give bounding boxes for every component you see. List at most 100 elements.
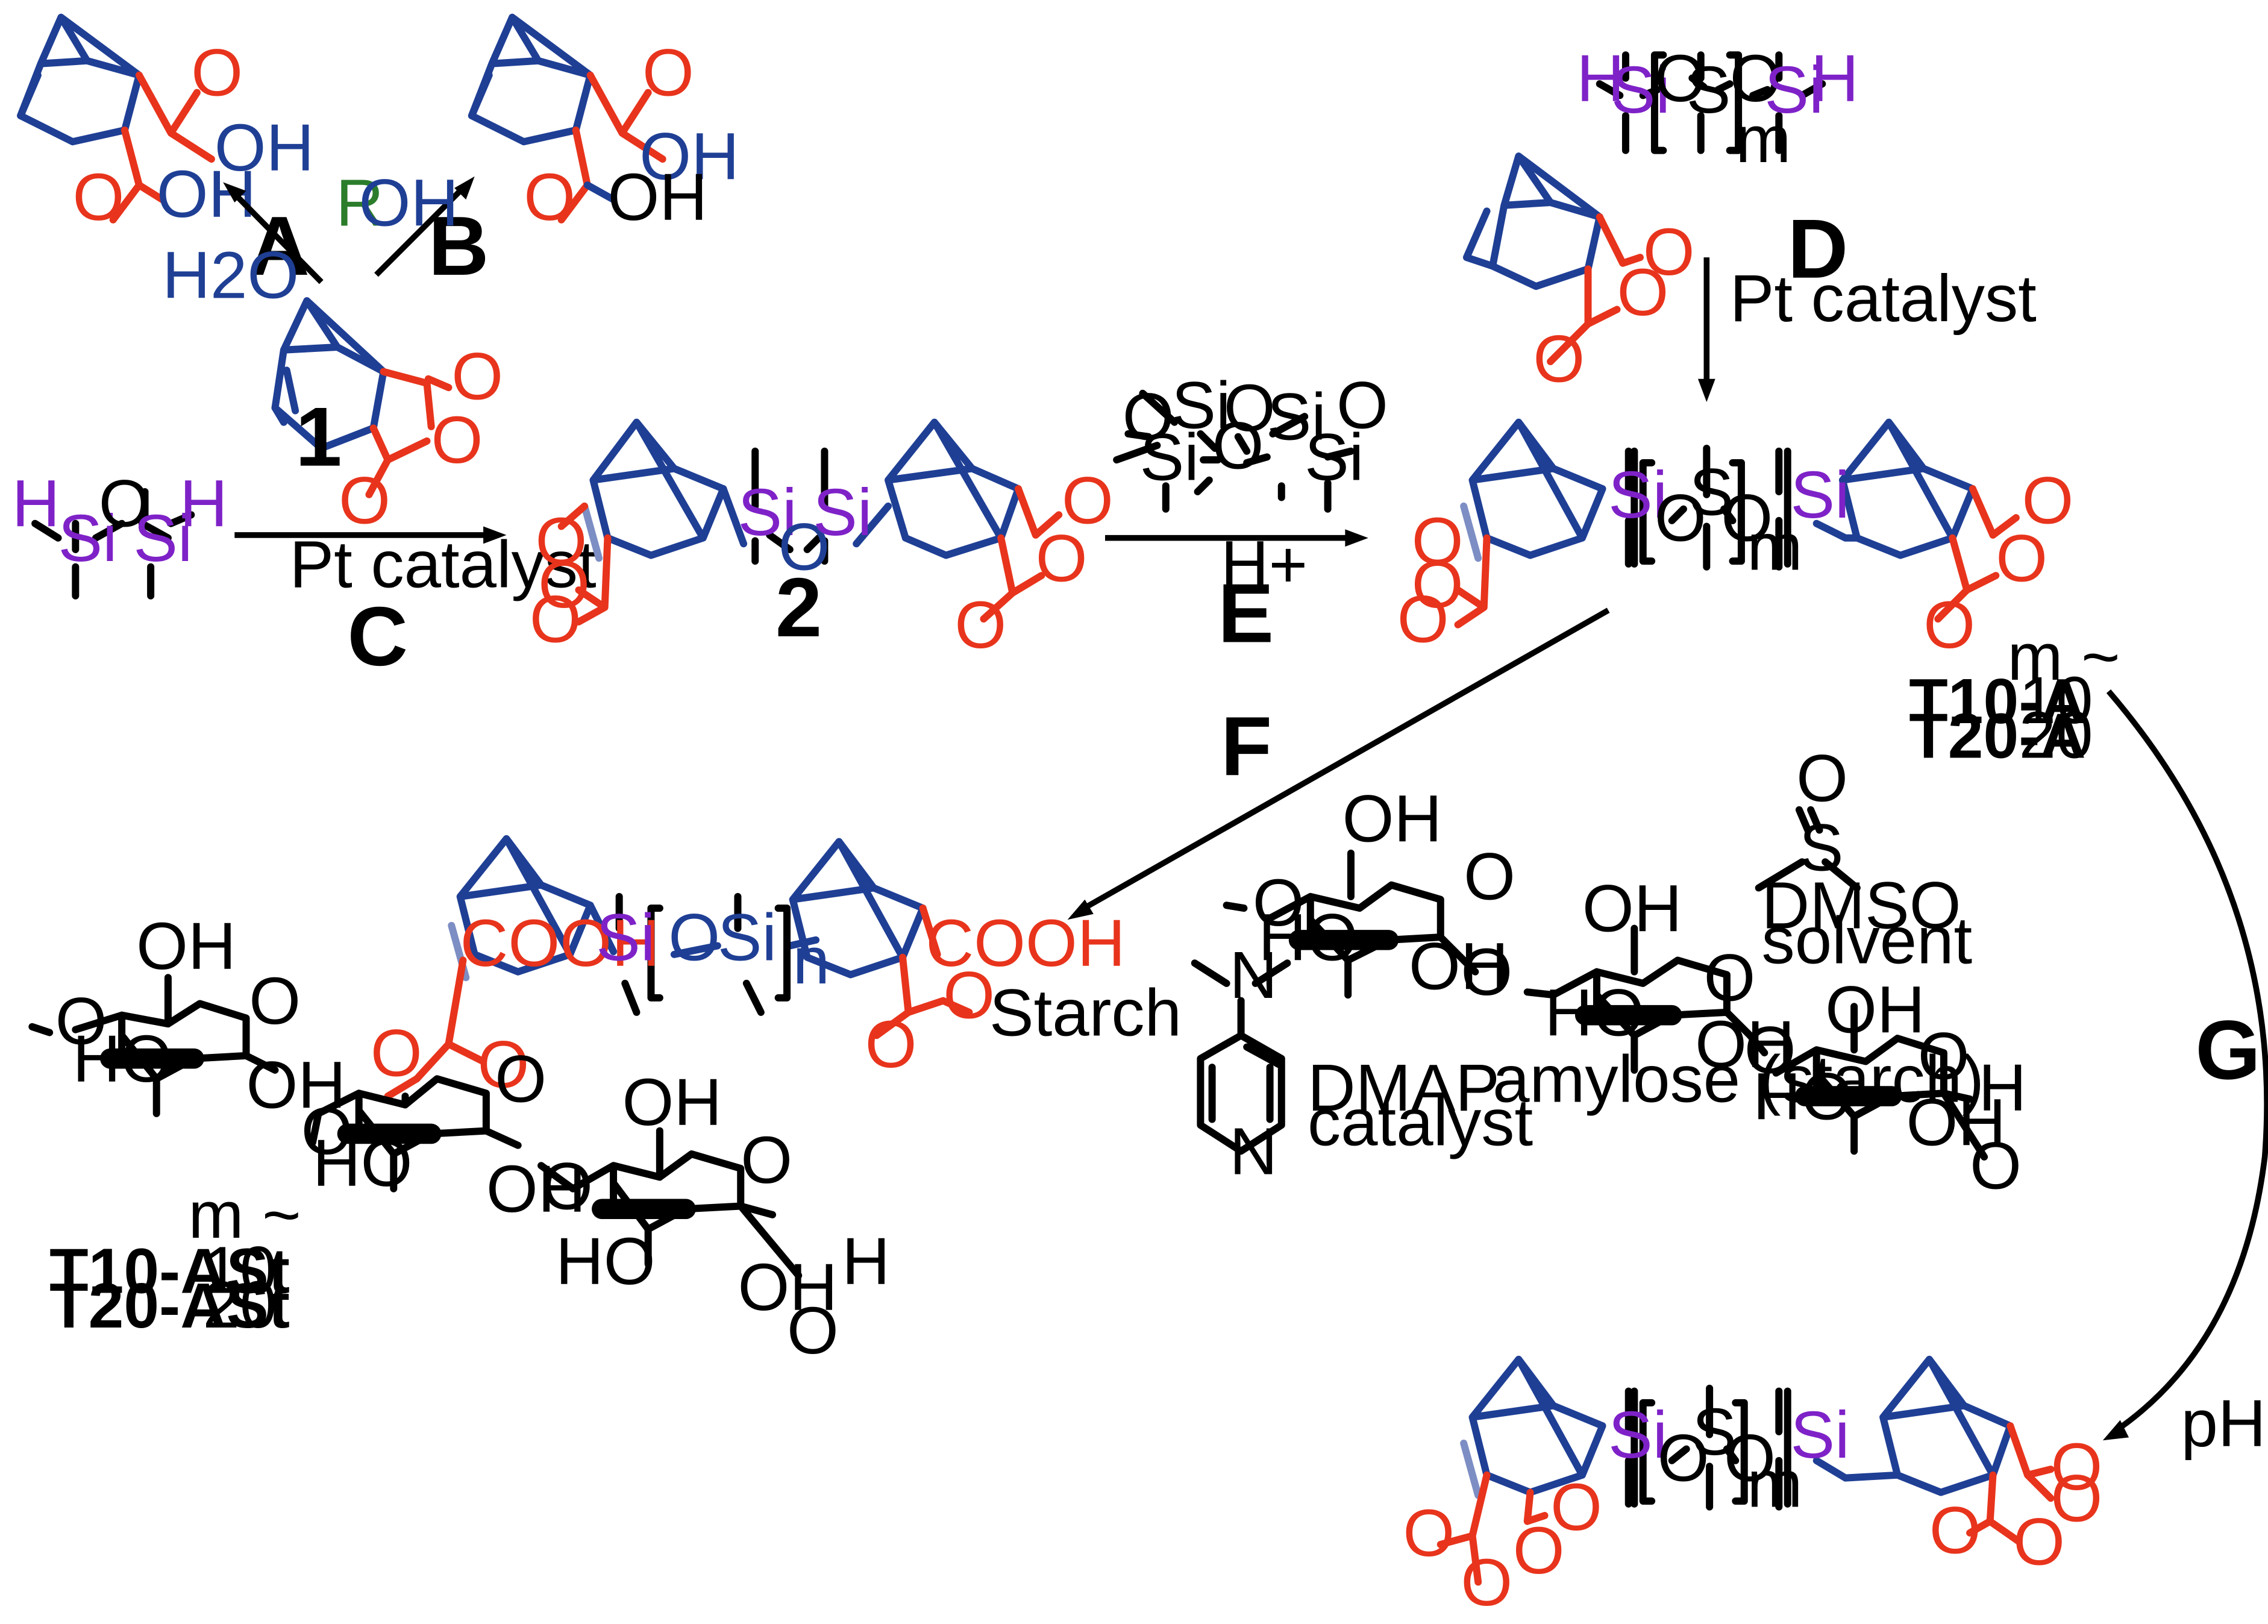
arrow-g-head (2102, 1420, 2129, 1441)
product-b-diacid (468, 13, 666, 224)
ast-oh-2: OH (486, 1152, 586, 1226)
ta-o-e: O (1996, 522, 2047, 596)
t-a-polymer (1454, 418, 2020, 629)
ast-ho-2: HO (313, 1126, 413, 1200)
disiloxane-o: O (99, 467, 151, 541)
arrow-e-head (1345, 529, 1368, 547)
pdms-h-left: H (1576, 42, 1624, 116)
d-o-1: O (1643, 215, 1695, 289)
d4-si-4: Si (1305, 421, 1364, 495)
d-o-3: O (1533, 322, 1585, 397)
cp-si-right: Si (1791, 1398, 1850, 1472)
table-a-row2-m: 20 (2019, 698, 2093, 773)
reagent-alcohol-oh: OH (359, 166, 459, 240)
a-oh-1: OH (215, 111, 315, 185)
c2-si-left: Si (738, 475, 797, 550)
reagent-pt-catalyst-d: Pt catalyst (1730, 262, 2037, 336)
c2-o-4: O (1062, 464, 1114, 538)
d4-si-2: Si (1267, 380, 1326, 454)
cp-o-h: O (2013, 1505, 2065, 1579)
pdms-h-right: H (1811, 42, 1859, 116)
ta-o-c: O (1397, 583, 1449, 657)
hydride-pdms (1596, 51, 1826, 154)
d-o-2: O (1617, 256, 1669, 330)
dmap (1191, 959, 1291, 1155)
amy-o-link-3: O (1744, 1014, 1796, 1088)
c2-o-bridge: O (778, 510, 830, 585)
pdms-o-2: O (1730, 42, 1782, 116)
amy-ho-1: HO (1258, 900, 1358, 974)
amy-h: H (1978, 1051, 2026, 1125)
ast-oh-1: OH (246, 1048, 346, 1122)
ast-o-link-2: O (301, 1094, 353, 1168)
dmso-name: DMSO (1762, 869, 1961, 943)
carboxylate-product (1436, 1355, 2055, 1586)
ast-oh-4: OH (738, 1250, 838, 1325)
ast-subscript-n: n (793, 924, 830, 998)
ta-o-2: O (1721, 481, 1773, 556)
pdms-si-mid: Si (1687, 53, 1746, 127)
amy-ho-2: HO (1545, 976, 1645, 1050)
amy-oh-2: OH (1409, 929, 1509, 1003)
cp-si-left: Si (1608, 1398, 1667, 1472)
c1-o-carbonyl-2: O (339, 464, 390, 538)
ast-cooh-2: COOH (926, 906, 1125, 980)
arrow-b (374, 183, 468, 277)
reagent-alcohol-r: R (336, 166, 384, 240)
ta-si-mid: Si (1690, 455, 1749, 529)
disiloxane-h-right: H (180, 467, 228, 541)
arrow-g (2106, 689, 2268, 1434)
b-oh-1: OH (639, 120, 739, 194)
cp-o-f: O (2050, 1462, 2102, 1536)
ta-si-left: Si (1608, 458, 1667, 532)
c2-o-5: O (1036, 522, 1088, 596)
ta-o-b: O (1412, 548, 1464, 622)
ast-ho-1: HO (73, 1022, 173, 1096)
dmso (1755, 806, 1861, 892)
step-label-b: B (428, 199, 489, 293)
ast-o-link-3: O (541, 1149, 593, 1223)
step-label-d: D (1788, 202, 1849, 296)
cp-si-mid: Si (1692, 1395, 1751, 1469)
a-o-carbonyl: O (191, 36, 243, 110)
c2-o-6: O (954, 588, 1006, 662)
product-a-diacid (17, 13, 215, 224)
disiloxane-si-left: Si (58, 501, 117, 575)
ta-o-d: O (2022, 464, 2073, 538)
pdms-o-1: O (1655, 42, 1706, 116)
amy-o-link-1: O (1253, 866, 1305, 940)
amy-oh-4: OH (1695, 1008, 1795, 1082)
ast-h: H (842, 1224, 890, 1299)
dmap-n-amine: N (1229, 938, 1277, 1012)
ast-si-left: Si (596, 900, 655, 974)
ast-cooh-1: COOH (460, 906, 660, 980)
ast-ho-3: HO (556, 1224, 656, 1299)
ta-subscript-m: m (1747, 510, 1803, 585)
dmap-name: DMAP (1308, 1051, 1500, 1125)
step-label-f: F (1221, 700, 1272, 793)
arrow-d-head (1697, 378, 1715, 403)
reagent-acid: H+ (1221, 527, 1308, 601)
b-o-carbonyl: O (642, 36, 694, 110)
ta-o-1: O (1655, 481, 1706, 556)
compound-1-label: 1 (295, 390, 342, 484)
arrow-a-head (223, 182, 246, 202)
d4-o-3: O (1336, 368, 1388, 442)
pdms-subscript-m: m (1735, 102, 1791, 177)
dmso-role: solvent (1762, 903, 1973, 977)
step-label-g: G (2195, 1003, 2260, 1097)
dmso-o: O (1796, 742, 1848, 816)
arrow-c-head (483, 526, 507, 544)
cp-o-c: O (1550, 1470, 1602, 1544)
ast-o: O (668, 900, 720, 974)
compound-d-norbornene-anhydride (1462, 152, 1644, 365)
ast-si-mid: Si (718, 900, 777, 974)
amy-oh-3: OH (1582, 871, 1682, 945)
b-oh-2: OH (607, 160, 707, 234)
ast-oh-3: OH (622, 1065, 722, 1140)
arrow-a (230, 189, 324, 284)
ast-starch-backbone (28, 974, 803, 1279)
table-ast-row2-m: 20 (203, 1268, 277, 1342)
d4-si-1: Si (1171, 368, 1230, 442)
